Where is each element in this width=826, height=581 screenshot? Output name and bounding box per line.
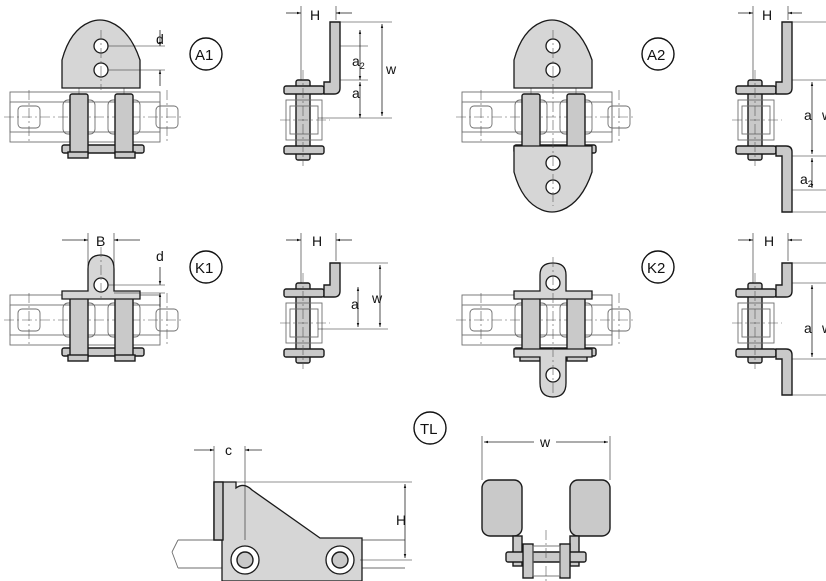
k2-dim-a: a <box>804 320 812 336</box>
view-a1: d A1 <box>3 19 223 161</box>
a2-dim-a2: a2 <box>800 171 813 189</box>
k2-dim-h: H <box>764 233 774 249</box>
tl-tag: TL <box>420 421 438 438</box>
a1-dim-h: H <box>310 7 320 23</box>
view-a2: A2 <box>455 19 675 213</box>
tl-side-right-pad <box>569 479 611 537</box>
a1-dim-a2: a2 <box>352 53 365 71</box>
view-k1: B d K1 <box>3 233 223 364</box>
k1-dim-a: a <box>351 296 359 312</box>
view-k2-side: H a w <box>731 233 826 396</box>
a2-tag: A2 <box>647 47 665 64</box>
view-a1-side: H a2 a w <box>279 6 397 167</box>
tl-side-left-pad <box>481 479 523 537</box>
tl-dim-h: H <box>396 512 406 528</box>
k1-dim-h: H <box>312 233 322 249</box>
a2-dim-h: H <box>762 7 772 23</box>
k1-dim-b: B <box>96 233 105 249</box>
a1-dim-d: d <box>156 31 164 47</box>
a1-dim-a: a <box>352 85 360 101</box>
k1-tag: K1 <box>195 260 213 277</box>
view-tl: TL c H w <box>171 411 611 581</box>
tl-dim-c: c <box>225 442 232 458</box>
k1-dim-d: d <box>156 248 164 264</box>
a1-tag: A1 <box>195 47 213 64</box>
k1-dim-w: w <box>371 290 383 306</box>
view-k2: K2 <box>455 250 675 399</box>
k2-dim-w: w <box>821 320 826 336</box>
view-k1-side: H a w <box>279 233 388 370</box>
k2-tag: K2 <box>647 260 665 277</box>
a2-dim-a: a <box>804 107 812 123</box>
view-a2-side: H a a2 w <box>731 6 826 213</box>
a1-side-bracket <box>323 21 341 95</box>
a2-dim-w: w <box>821 107 826 123</box>
a1-dim-w: w <box>385 61 397 77</box>
tl-dim-w: w <box>539 434 551 450</box>
